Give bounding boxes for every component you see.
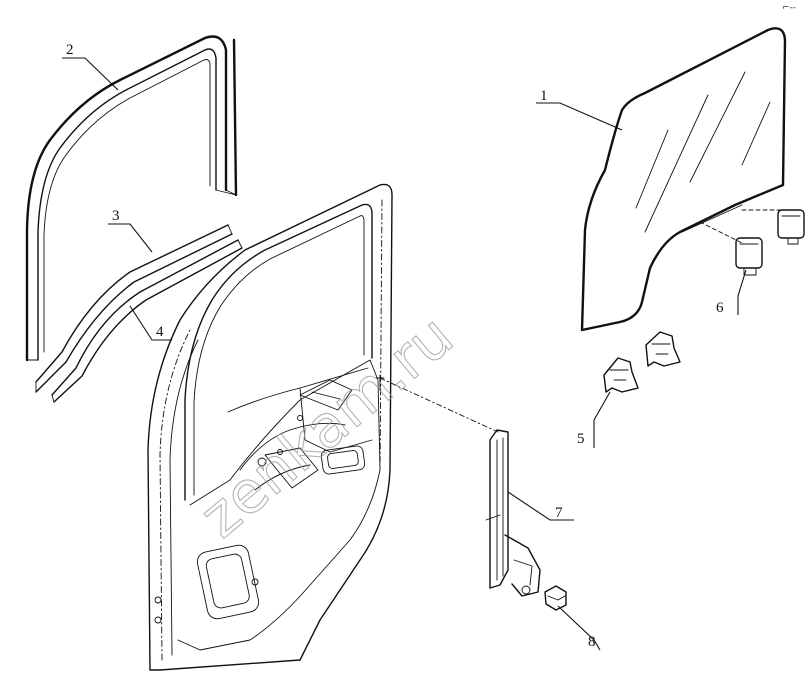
watermark: zenkam.ru	[187, 302, 466, 551]
assembly-line-door-to-regulator	[379, 377, 499, 433]
callout-3: 3	[112, 208, 120, 224]
part-7-window-regulator	[485, 429, 541, 597]
callout-labels: 1 2 3 4 5 6 7 8	[66, 42, 724, 650]
part-8-bolt	[544, 585, 567, 611]
callout-4: 4	[156, 324, 164, 340]
callout-2: 2	[66, 42, 74, 58]
callout-8: 8	[588, 634, 596, 650]
callout-6: 6	[716, 300, 724, 316]
leader-6	[737, 269, 747, 315]
leader-2	[62, 57, 119, 91]
part-5-glass-carrier	[603, 331, 681, 393]
corner-mark: ⌐--	[782, 3, 796, 13]
leader-1	[536, 102, 623, 131]
leader-3	[108, 223, 153, 253]
callout-5: 5	[577, 431, 585, 447]
leader-7	[507, 491, 574, 521]
part-4-inner-belt-moulding	[51, 239, 243, 403]
leader-lines	[62, 57, 747, 651]
part-6-glass-clamp	[699, 209, 805, 276]
leader-8	[557, 605, 601, 651]
leader-5	[593, 391, 611, 448]
door-panel	[147, 183, 393, 671]
callout-7: 7	[555, 505, 563, 521]
part-2-door-frame-seal	[25, 35, 238, 362]
callout-1: 1	[540, 88, 548, 104]
leader-4	[129, 305, 172, 341]
part-3-outer-belt-moulding	[35, 224, 233, 393]
part-1-door-glass	[580, 27, 787, 332]
